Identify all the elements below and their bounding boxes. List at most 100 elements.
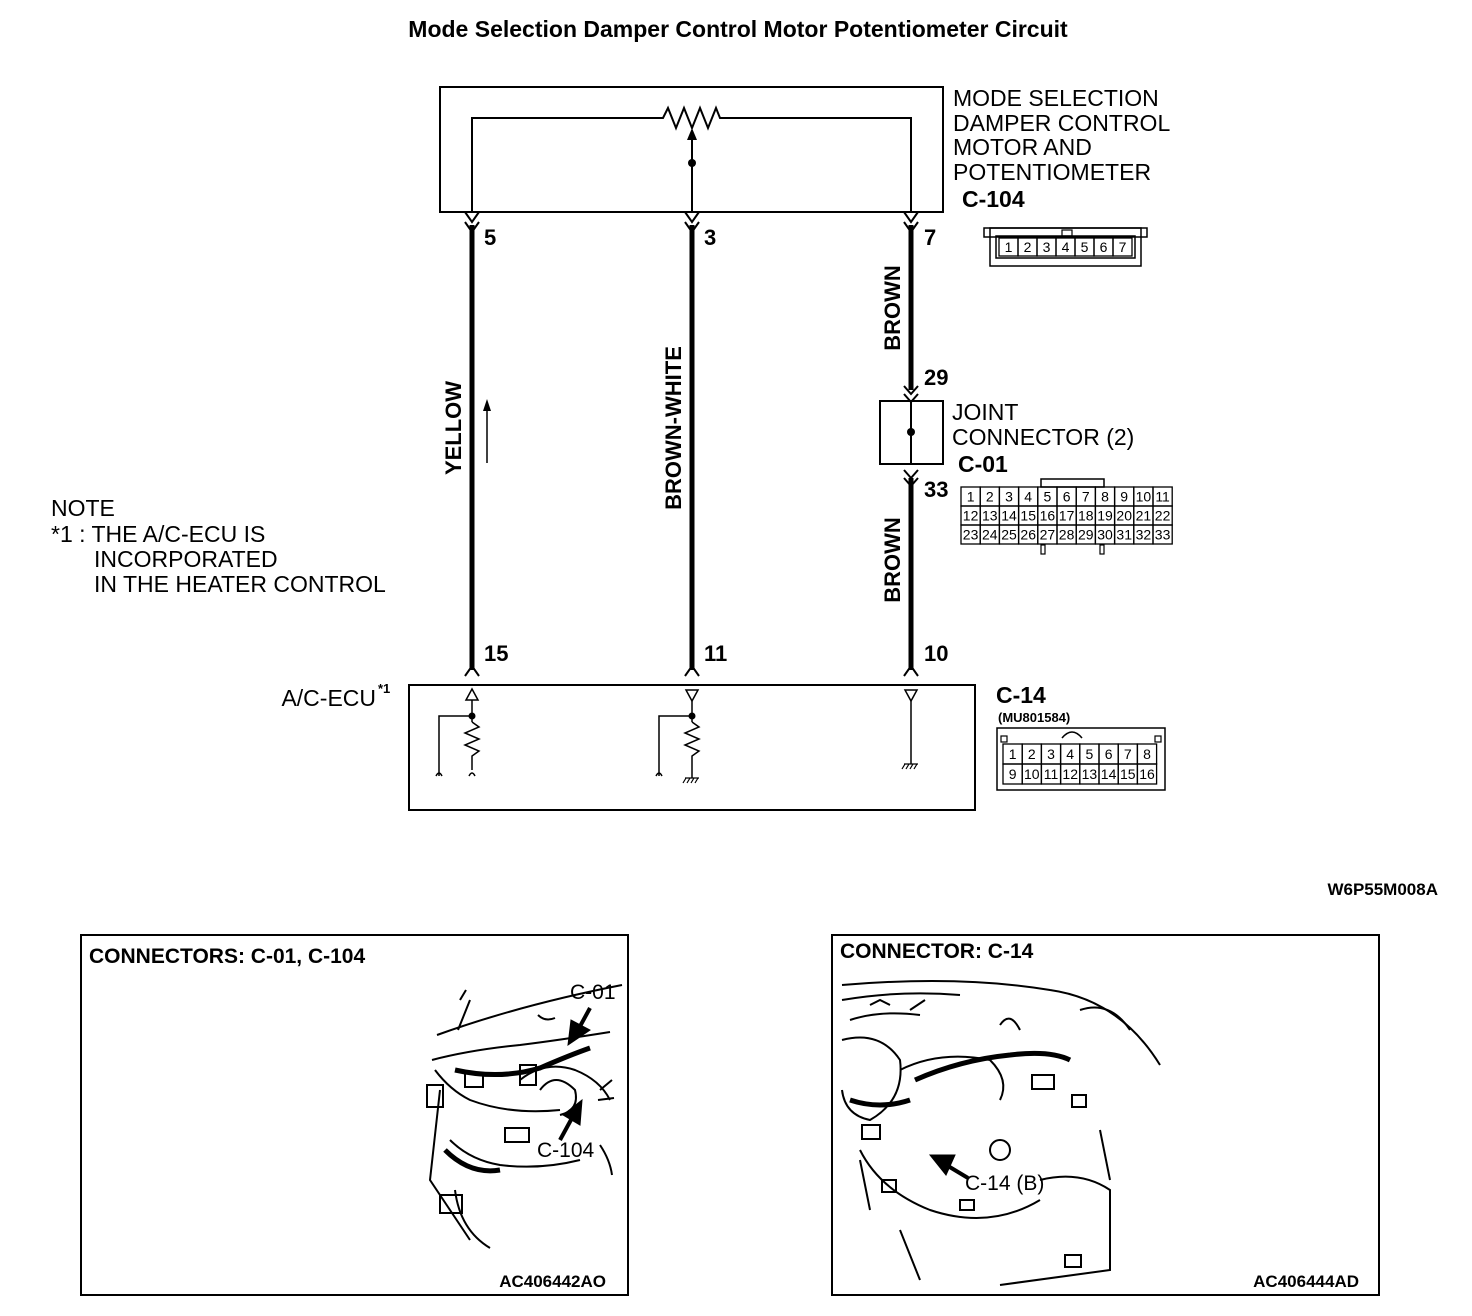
connector-cell-label: 9 <box>1120 489 1128 505</box>
connector-cell-label: 11 <box>1155 489 1170 505</box>
connector-cell-label: 2 <box>1024 239 1032 255</box>
connector-cell-label: 30 <box>1097 527 1113 543</box>
joint-connector <box>879 385 944 488</box>
harness-bundle <box>443 1045 591 1174</box>
connector-cell-label: 20 <box>1116 508 1132 524</box>
connector-cell-label: 27 <box>1040 527 1056 543</box>
connector-cell-label: 12 <box>963 508 979 524</box>
location-panel-c01-c104: CONNECTORS: C-01, C-104 <box>80 934 629 1296</box>
connector-cell-label: 15 <box>1120 766 1136 782</box>
ecu-name: A/C-ECU <box>281 685 376 711</box>
connector-cell-label: 5 <box>1086 746 1094 762</box>
ecu-superscript: *1 <box>378 681 390 696</box>
pointer-arrow-c01 <box>567 1007 592 1047</box>
connector-cell-label: 12 <box>1062 766 1078 782</box>
svg-text:CONNECTOR (2): CONNECTOR (2) <box>952 424 1134 450</box>
connector-cell-label: 10 <box>1024 766 1040 782</box>
ecu-pin-15: 15 <box>484 641 508 666</box>
connector-cell-label: 21 <box>1136 508 1152 524</box>
wires <box>469 225 914 670</box>
connector-cell-label: 17 <box>1059 508 1075 524</box>
location-panel-c14: CONNECTOR: C-14 <box>831 934 1380 1296</box>
connector-cell-label: 9 <box>1009 766 1017 782</box>
connector-cell <box>1112 237 1133 257</box>
connector-cell-label: 13 <box>1082 766 1098 782</box>
connector-cell-label: 3 <box>1005 489 1013 505</box>
ecu-pin-11: 11 <box>704 641 727 666</box>
note-line: *1 : THE A/C-ECU IS <box>51 521 265 547</box>
connector-cell-label: 6 <box>1100 239 1108 255</box>
connector-cell-label: 14 <box>1101 766 1117 782</box>
connector-cell-label: 18 <box>1078 508 1094 524</box>
motor-pin-5: 5 <box>484 225 496 250</box>
motor-connector-id: C-104 <box>962 186 1025 212</box>
connector-cell-label: 5 <box>1044 489 1052 505</box>
connector-cell-label: 3 <box>1043 239 1051 255</box>
connector-cell-label: 32 <box>1136 527 1152 543</box>
connector-cell-label: 6 <box>1063 489 1071 505</box>
ecu-connector-id: C-14 <box>996 682 1046 708</box>
connector-cell-label: 10 <box>1136 489 1152 505</box>
wire-color-brown-lower: BROWN <box>880 517 905 603</box>
connector-cell-label: 26 <box>1020 527 1036 543</box>
connector-cell-label: 2 <box>1028 746 1036 762</box>
pointer-arrow-c14 <box>928 1154 970 1180</box>
panel-title: CONNECTOR: C-14 <box>840 940 1034 963</box>
ecu-pin-arrows <box>464 664 919 677</box>
diagram-code: W6P55M008A <box>1327 880 1438 899</box>
connector-cell-label: 8 <box>1101 489 1109 505</box>
ecu-part-number: (MU801584) <box>998 710 1070 725</box>
connector-cell-label: 4 <box>1066 746 1074 762</box>
motor-pin-7: 7 <box>924 225 936 250</box>
wire-color-brown-upper: BROWN <box>880 265 905 351</box>
connector-cell-label: 23 <box>963 527 979 543</box>
connector-cell-label: 2 <box>986 489 994 505</box>
note: NOTE *1 : THE A/C-ECU IS INCORPORATED IN… <box>51 495 386 597</box>
joint-pin-29: 29 <box>924 365 948 390</box>
connector-cell-label: 15 <box>1020 508 1036 524</box>
connector-cell-label: 22 <box>1155 508 1171 524</box>
connector-cell-label: 19 <box>1097 508 1113 524</box>
dashboard-illustration <box>426 984 623 1249</box>
connector-cell-label: 24 <box>982 527 998 543</box>
connector-cell-label: 29 <box>1078 527 1094 543</box>
svg-text:MODE SELECTION: MODE SELECTION <box>953 85 1159 111</box>
diagram-title: Mode Selection Damper Control Motor Pote… <box>408 16 1068 42</box>
connector-cell-label: 1 <box>1009 746 1017 762</box>
svg-text:POTENTIOMETER: POTENTIOMETER <box>953 159 1151 185</box>
connector-cell-label: 6 <box>1105 746 1113 762</box>
connector-cell-label: 14 <box>1001 508 1017 524</box>
joint-connector-id: C-01 <box>958 451 1008 477</box>
connector-cell <box>1152 524 1173 545</box>
connector-cell-label: 33 <box>1155 527 1171 543</box>
location-label-c01: C-01 <box>570 981 616 1004</box>
connector-cell-label: 28 <box>1059 527 1075 543</box>
connector-cell-label: 4 <box>1024 489 1032 505</box>
connector-cell-label: 1 <box>1005 239 1013 255</box>
connector-cell-label: 7 <box>1119 239 1127 255</box>
wire-color-yellow: YELLOW <box>441 381 466 475</box>
motor-potentiometer <box>439 86 944 213</box>
svg-text:DAMPER CONTROL: DAMPER CONTROL <box>953 110 1170 136</box>
harness-bundle <box>849 1050 1072 1108</box>
panel-title: CONNECTORS: C-01, C-104 <box>89 945 365 968</box>
panel-code: AC406442AO <box>499 1272 606 1291</box>
connector-cell-label: 11 <box>1044 766 1059 782</box>
note-line: INCORPORATED <box>94 546 278 572</box>
note-line: IN THE HEATER CONTROL <box>94 571 386 597</box>
connector-cell-label: 16 <box>1040 508 1056 524</box>
connector-cell-label: 7 <box>1082 489 1090 505</box>
joint-name: JOINT CONNECTOR (2) <box>952 399 1134 450</box>
connector-cell-label: 13 <box>982 508 998 524</box>
wire-color-brown-white: BROWN-WHITE <box>661 346 686 510</box>
connector-cell <box>1136 763 1158 785</box>
ecu-box <box>408 684 976 811</box>
connector-cell-label: 7 <box>1124 746 1132 762</box>
dashboard-illustration <box>841 980 1161 1286</box>
